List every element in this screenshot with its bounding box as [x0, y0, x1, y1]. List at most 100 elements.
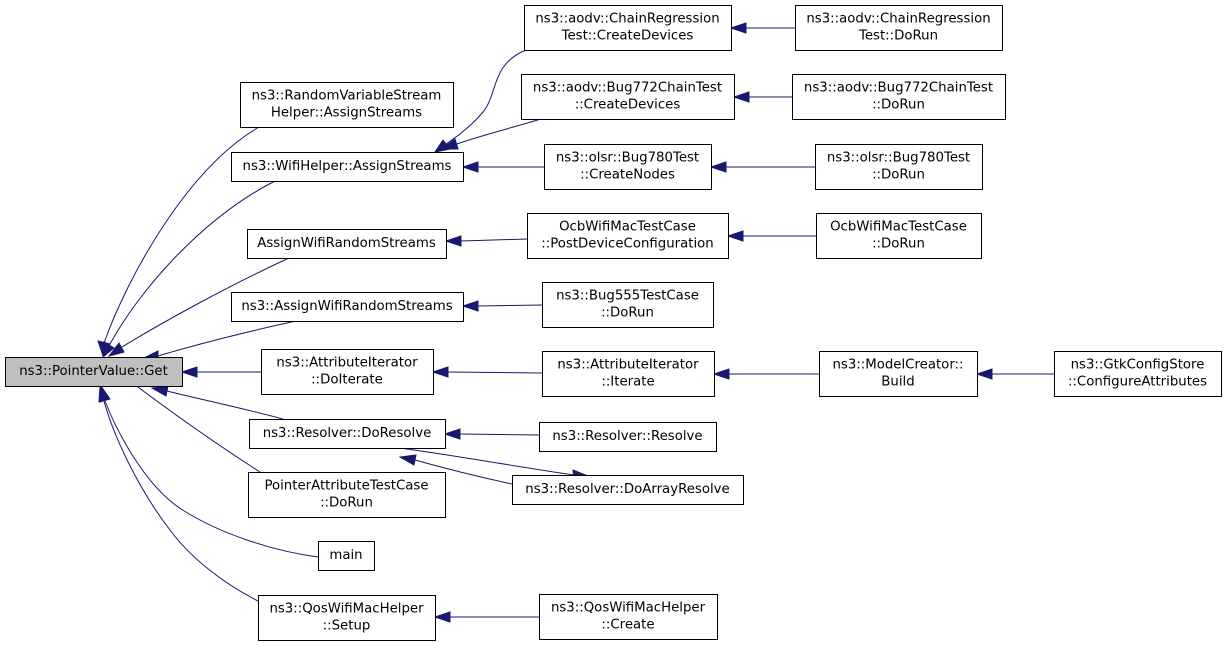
node-label: ns3::Bug555TestCase — [556, 289, 699, 304]
node-aodv_bug772_create[interactable]: ns3::aodv::Bug772ChainTest::CreateDevice… — [521, 74, 735, 120]
arrowhead — [180, 366, 198, 378]
node-box — [816, 213, 982, 259]
node-label: ::Setup — [323, 619, 371, 634]
arrowhead — [461, 161, 479, 173]
node-resolver_doresolve[interactable]: ns3::Resolver::DoResolve — [249, 419, 446, 449]
arrowhead — [98, 384, 110, 403]
node-box — [249, 419, 446, 449]
node-box — [544, 144, 712, 190]
node-label: ::ConfigureAttributes — [1068, 375, 1207, 390]
node-label: Test::CreateDevices — [561, 29, 694, 44]
arrowhead — [726, 230, 744, 242]
node-aodv_bug772_dorun[interactable]: ns3::aodv::Bug772ChainTest::DoRun — [792, 74, 1006, 120]
node-box — [539, 422, 717, 452]
node-box — [521, 74, 735, 120]
node-label: ::Iterate — [601, 375, 654, 390]
node-label: ::PostDeviceConfiguration — [541, 237, 713, 252]
node-label: ns3::ModelCreator:: — [832, 358, 963, 373]
node-box — [258, 595, 436, 641]
node-ocb_postdevice[interactable]: OcbWifiMacTestCase::PostDeviceConfigurat… — [527, 213, 729, 259]
node-olsr_bug780_dorun[interactable]: ns3::olsr::Bug780Test::DoRun — [815, 144, 983, 190]
arrowhead — [439, 138, 459, 150]
arrowhead — [444, 235, 462, 247]
edge-resolver_doarray-to-resolver_doresolve — [398, 454, 513, 485]
edge-aodv_bug772_dorun-to-aodv_bug772_create — [732, 91, 792, 103]
node-label: ::Create — [601, 618, 654, 633]
node-box — [5, 357, 183, 387]
arrowhead — [461, 300, 479, 312]
arrowhead — [732, 91, 750, 103]
node-label: ns3::olsr::Bug780Test — [827, 151, 970, 166]
node-resolver_resolve[interactable]: ns3::Resolver::Resolve — [539, 422, 717, 452]
arrowhead — [712, 368, 730, 380]
node-label: OcbWifiMacTestCase — [830, 220, 967, 235]
node-olsr_bug780_create[interactable]: ns3::olsr::Bug780Test::CreateNodes — [544, 144, 712, 190]
edge-qos_create-to-qos_setup — [433, 611, 539, 623]
edge-gtk_configure-to-model_creator_build — [975, 368, 1054, 380]
node-box — [542, 351, 715, 397]
node-label: ns3::AttributeIterator — [557, 358, 699, 373]
edge-resolver_doresolve-to-pointervalue_get — [150, 385, 284, 420]
node-qos_create[interactable]: ns3::QosWifiMacHelper::Create — [539, 594, 718, 640]
node-label: PointerAttributeTestCase — [264, 479, 428, 494]
node-label: main — [329, 548, 362, 563]
node-label: Build — [881, 375, 914, 390]
node-qos_setup[interactable]: ns3::QosWifiMacHelper::Setup — [258, 595, 436, 641]
node-assign_wifi_random[interactable]: AssignWifiRandomStreams — [247, 229, 447, 259]
node-wifihelper_assign[interactable]: ns3::WifiHelper::AssignStreams — [231, 152, 464, 182]
node-attr_iter_iterate[interactable]: ns3::AttributeIterator::Iterate — [542, 351, 715, 397]
node-label: ns3::WifiHelper::AssignStreams — [243, 159, 452, 174]
node-box — [524, 5, 732, 51]
node-box — [542, 282, 714, 328]
node-attr_iter_doiterate[interactable]: ns3::AttributeIterator::DoIterate — [261, 349, 434, 395]
node-label: ns3::AssignWifiRandomStreams — [241, 299, 452, 314]
edge-aodv_chain_dorun-to-aodv_chain_create — [729, 22, 795, 34]
node-label: ns3::AttributeIterator — [276, 356, 418, 371]
node-label: ns3::olsr::Bug780Test — [556, 151, 699, 166]
edge-aodv_bug772_create-to-wifihelper_assign — [439, 118, 542, 150]
edge-attr_iter_doiterate-to-pointervalue_get — [180, 366, 261, 378]
node-box — [792, 74, 1006, 120]
node-ocb_dorun[interactable]: OcbWifiMacTestCase::DoRun — [816, 213, 982, 259]
node-aodv_chain_create[interactable]: ns3::aodv::ChainRegressionTest::CreateDe… — [524, 5, 732, 51]
node-box — [231, 292, 464, 322]
node-model_creator_build[interactable]: ns3::ModelCreator::Build — [819, 351, 978, 397]
node-pointervalue_get[interactable]: ns3::PointerValue::Get — [5, 357, 183, 387]
edge-olsr_bug780_create-to-wifihelper_assign — [461, 161, 544, 173]
node-label: ::DoRun — [872, 237, 925, 252]
node-label: Test::DoRun — [858, 29, 938, 44]
node-box — [795, 5, 1003, 51]
node-pointer_attr_test_dorun[interactable]: PointerAttributeTestCase::DoRun — [248, 472, 446, 518]
node-label: ::DoRun — [601, 306, 654, 321]
node-label: ::DoRun — [872, 98, 925, 113]
node-label: ns3::QosWifiMacHelper — [551, 601, 706, 616]
edge-bug555_dorun-to-ns3_assign_wifi_random — [461, 300, 543, 312]
node-label: ns3::Resolver::DoResolve — [263, 426, 432, 441]
node-box — [261, 349, 434, 395]
node-resolver_doarray[interactable]: ns3::Resolver::DoArrayResolve — [512, 475, 744, 505]
node-label: ns3::Resolver::Resolve — [552, 429, 702, 444]
node-box — [318, 541, 375, 571]
arrowhead — [431, 366, 449, 378]
node-box — [815, 144, 983, 190]
arrowhead — [443, 428, 461, 440]
node-label: ns3::aodv::ChainRegression — [535, 12, 719, 27]
edge-ocb_postdevice-to-assign_wifi_random — [444, 235, 528, 247]
node-gtk_configure[interactable]: ns3::GtkConfigStore::ConfigureAttributes — [1054, 351, 1222, 397]
node-ns3_assign_wifi_random[interactable]: ns3::AssignWifiRandomStreams — [231, 292, 464, 322]
node-main[interactable]: main — [318, 541, 375, 571]
node-label: Helper::AssignStreams — [271, 106, 422, 121]
node-box — [1054, 351, 1222, 397]
node-label: ns3::aodv::ChainRegression — [806, 12, 990, 27]
node-box — [247, 229, 447, 259]
node-box — [248, 472, 446, 518]
node-box — [539, 594, 718, 640]
arrowhead — [107, 342, 125, 357]
node-label: ::CreateNodes — [580, 168, 675, 183]
node-rvs_helper_assign[interactable]: ns3::RandomVariableStreamHelper::AssignS… — [240, 82, 454, 128]
node-label: ns3::Resolver::DoArrayResolve — [525, 482, 729, 497]
arrowhead — [433, 611, 451, 623]
edge-assign_wifi_random-to-pointervalue_get — [107, 257, 290, 357]
node-bug555_dorun[interactable]: ns3::Bug555TestCase::DoRun — [542, 282, 714, 328]
